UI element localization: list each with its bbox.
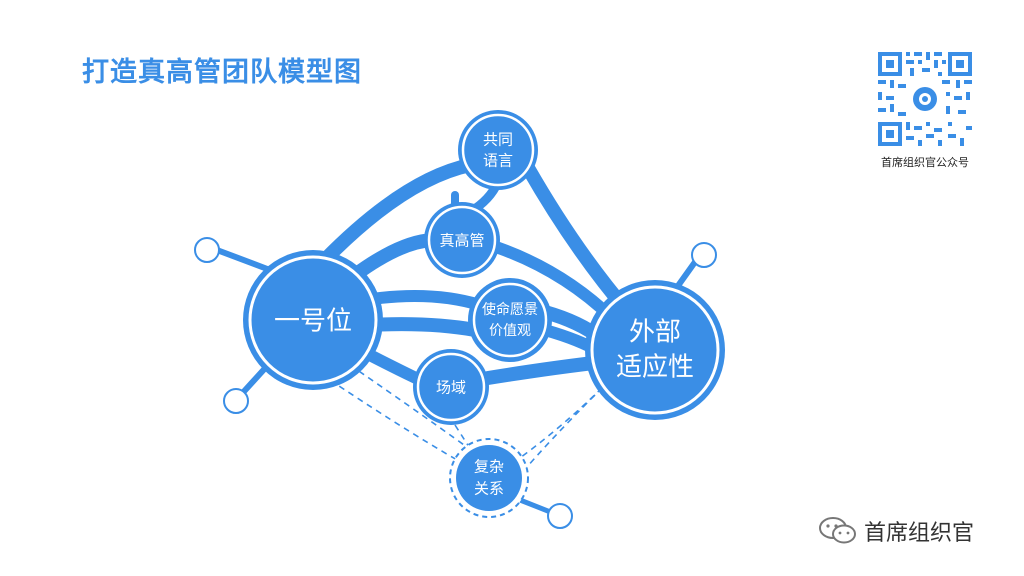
qr-code-icon: [876, 50, 974, 148]
node-common-language-line1: 共同: [483, 131, 513, 149]
node-external-line2: 适应性: [616, 353, 694, 383]
node-complex-relations: 复杂 关系: [449, 438, 529, 518]
wechat-icon: [819, 517, 856, 544]
watermark-text: 首席组织官: [864, 521, 975, 546]
node-mission-vision-line2: 价值观: [489, 323, 531, 339]
node-real-executive: 真高管: [424, 202, 500, 278]
node-external-line1: 外部: [629, 318, 681, 348]
node-yihaowei-label: 一号位: [274, 307, 352, 337]
node-complex-relations-line1: 复杂: [474, 458, 504, 476]
node-external: 外部 适应性: [585, 280, 725, 420]
node-field-label: 场域: [436, 379, 466, 397]
node-common-language-line2: 语言: [483, 152, 513, 170]
qr-caption: 首席组织官公众号: [881, 156, 969, 169]
node-field: 场域: [413, 349, 489, 425]
qr-code-panel: 首席组织官公众号: [876, 50, 974, 170]
node-mission-vision-line1: 使命愿景: [482, 301, 538, 318]
node-real-executive-label: 真高管: [439, 232, 484, 250]
watermark: 首席组织官: [818, 515, 974, 547]
node-complex-relations-line2: 关系: [474, 480, 504, 498]
node-common-language: 共同 语言: [458, 110, 538, 190]
satellite-nodes: [194, 237, 717, 529]
slide-title: 打造真高管团队模型图: [82, 57, 362, 88]
node-mission-vision: 使命愿景 价值观: [468, 278, 552, 362]
node-yihaowei: 一号位: [243, 250, 383, 390]
